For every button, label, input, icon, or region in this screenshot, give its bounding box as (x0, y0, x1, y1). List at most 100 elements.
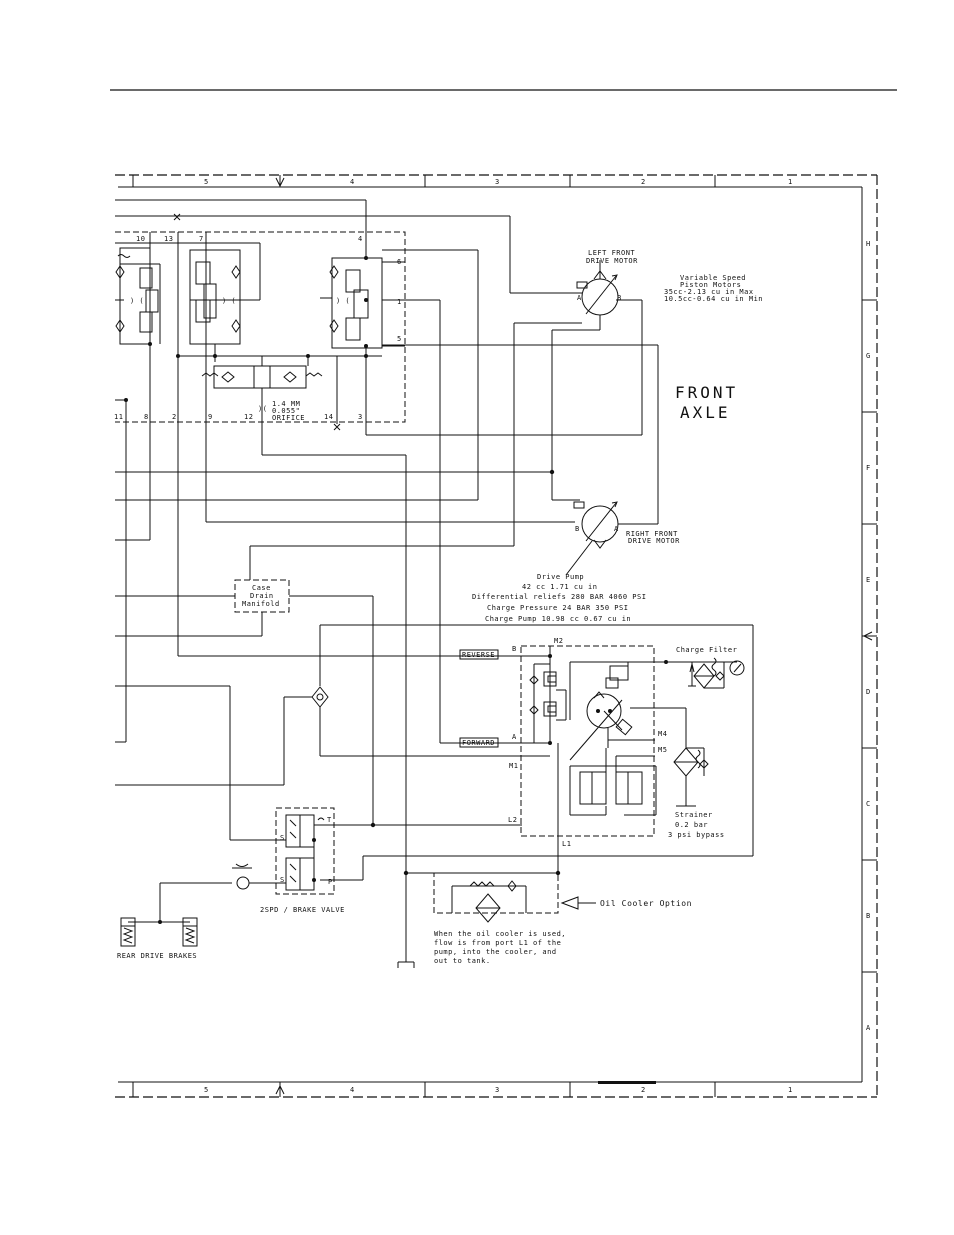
drive-pump-spec: Drive Pump 42 cc 1.71 cu in Differential… (472, 573, 646, 623)
manifold-port-number: 14 (324, 413, 333, 421)
row-label: G (866, 352, 871, 360)
manifold-port-number: 8 (144, 413, 149, 421)
svg-text:10.5cc-0.64 cu in Min: 10.5cc-0.64 cu in Min (664, 295, 763, 303)
svg-text:FRONT: FRONT (675, 383, 738, 402)
row-label: H (866, 240, 871, 248)
manifold-port-numbers-bottom: 11 8 2 9 12 14 3 (114, 413, 363, 421)
svg-text:L2: L2 (508, 816, 517, 824)
rear-drive-brakes: REAR DRIVE BRAKES (117, 863, 286, 960)
svg-text:AXLE: AXLE (680, 403, 731, 422)
manifold-port-number: 12 (244, 413, 253, 421)
svg-text:Case: Case (252, 584, 271, 592)
strainer: Strainer 0.2 bar 3 psi bypass (668, 747, 725, 839)
drawing-border (115, 174, 878, 1098)
row-label: E (866, 576, 871, 584)
row-label: C (866, 800, 871, 808)
valve-manifold: ) ( ) ( ) ( (115, 199, 643, 962)
manifold-port-number: 11 (114, 413, 123, 421)
row-label: A (866, 1024, 871, 1032)
svg-text:35cc-2.13 cu in Max: 35cc-2.13 cu in Max (664, 288, 754, 296)
svg-text:)(: )( (258, 405, 267, 413)
svg-text:0.055": 0.055" (272, 407, 300, 415)
svg-text:) (: ) ( (130, 297, 144, 305)
svg-text:Strainer: Strainer (675, 811, 713, 819)
brake-valve: S S T P 2SPD / BRAKE VALVE (115, 685, 373, 914)
svg-text:ORIFICE: ORIFICE (272, 414, 305, 422)
pump-port-labels: REVERSE FORWARD B A M1 M2 M4 M5 L1 L2 (459, 637, 667, 848)
svg-text:DRIVE MOTOR: DRIVE MOTOR (628, 537, 680, 545)
svg-text:B: B (512, 645, 517, 653)
column-label: 2 (641, 178, 646, 186)
svg-text:Piston Motors: Piston Motors (680, 281, 741, 289)
manifold-port-number: 4 (358, 235, 363, 243)
motor-spec: Variable Speed Piston Motors 35cc-2.13 c… (664, 274, 763, 303)
svg-text:42 cc 1.71 cu in: 42 cc 1.71 cu in (522, 583, 597, 591)
svg-text:REVERSE: REVERSE (462, 651, 495, 659)
svg-text:3 psi bypass: 3 psi bypass (668, 831, 725, 839)
svg-text:2SPD / BRAKE VALVE: 2SPD / BRAKE VALVE (260, 906, 345, 914)
svg-text:Drain: Drain (250, 592, 274, 600)
svg-text:0.2 bar: 0.2 bar (675, 821, 708, 829)
manifold-port-number: 9 (208, 413, 213, 421)
manifold-port-number: 6 (397, 258, 402, 266)
svg-text:Differential reliefs 280 BAR 4: Differential reliefs 280 BAR 4060 PSI (472, 593, 646, 601)
svg-text:DRIVE MOTOR: DRIVE MOTOR (586, 257, 638, 265)
row-label: D (866, 688, 871, 696)
front-axle-label: FRONT AXLE (675, 383, 738, 422)
svg-text:S: S (280, 834, 285, 842)
svg-text:B: B (575, 525, 580, 533)
svg-text:S: S (280, 876, 285, 884)
svg-text:out to tank.: out to tank. (434, 957, 491, 965)
column-label: 5 (204, 178, 209, 186)
svg-text:B: B (617, 294, 622, 302)
manifold-port-number: 3 (358, 413, 363, 421)
svg-text:M4: M4 (658, 730, 667, 738)
manifold-port-number: 5 (397, 335, 402, 343)
svg-text:M1: M1 (509, 762, 518, 770)
shuttle-valve (115, 686, 550, 786)
column-label: 2 (641, 1086, 646, 1094)
svg-text:LEFT FRONT: LEFT FRONT (588, 249, 635, 257)
svg-text:flow is from port L1 of the: flow is from port L1 of the (434, 939, 561, 947)
column-label: 1 (788, 178, 793, 186)
svg-text:M5: M5 (658, 746, 667, 754)
orifice-label: )( 1.4 MM 0.055" ORIFICE (258, 400, 305, 422)
svg-text:REAR DRIVE BRAKES: REAR DRIVE BRAKES (117, 952, 197, 960)
svg-text:Charge Filter: Charge Filter (676, 646, 737, 654)
svg-text:Oil Cooler Option: Oil Cooler Option (600, 899, 692, 908)
svg-text:A: A (614, 525, 619, 533)
left-front-drive-motor: A B LEFT FRONT DRIVE MOTOR (552, 249, 638, 331)
drive-pump-assembly (320, 645, 696, 881)
svg-text:1.4 MM: 1.4 MM (272, 400, 300, 408)
svg-text:Variable Speed: Variable Speed (680, 274, 746, 282)
case-drain-manifold: Case Drain Manifold (115, 579, 374, 825)
column-label: 3 (495, 1086, 500, 1094)
svg-text:Charge Pump 10.98 cc 0.67 cu i: Charge Pump 10.98 cc 0.67 cu in (485, 615, 631, 623)
manifold-port-number: 2 (172, 413, 177, 421)
svg-text:When the oil cooler is used,: When the oil cooler is used, (434, 930, 566, 938)
oil-cooler: Oil Cooler Option When the oil cooler is… (397, 870, 692, 968)
manifold-port-number: 13 (164, 235, 173, 243)
row-labels: H G F E D C B A (866, 240, 871, 1032)
svg-text:FORWARD: FORWARD (462, 739, 495, 747)
row-label: B (866, 912, 871, 920)
svg-text:) (: ) ( (336, 297, 350, 305)
svg-text:A: A (512, 733, 517, 741)
svg-text:L1: L1 (562, 840, 571, 848)
row-label: F (866, 464, 871, 472)
column-label: 4 (350, 1086, 355, 1094)
svg-text:) (: ) ( (222, 297, 236, 305)
manifold-port-number: 7 (199, 235, 204, 243)
right-front-drive-motor: B A RIGHT FRONT DRIVE MOTOR (382, 344, 680, 576)
charge-filter: Charge Filter (319, 624, 754, 857)
svg-text:A: A (577, 294, 582, 302)
manifold-port-number: 10 (136, 235, 145, 243)
svg-text:P: P (328, 878, 333, 886)
column-label: 4 (350, 178, 355, 186)
svg-text:RIGHT FRONT: RIGHT FRONT (626, 530, 678, 538)
svg-text:T: T (327, 816, 332, 824)
